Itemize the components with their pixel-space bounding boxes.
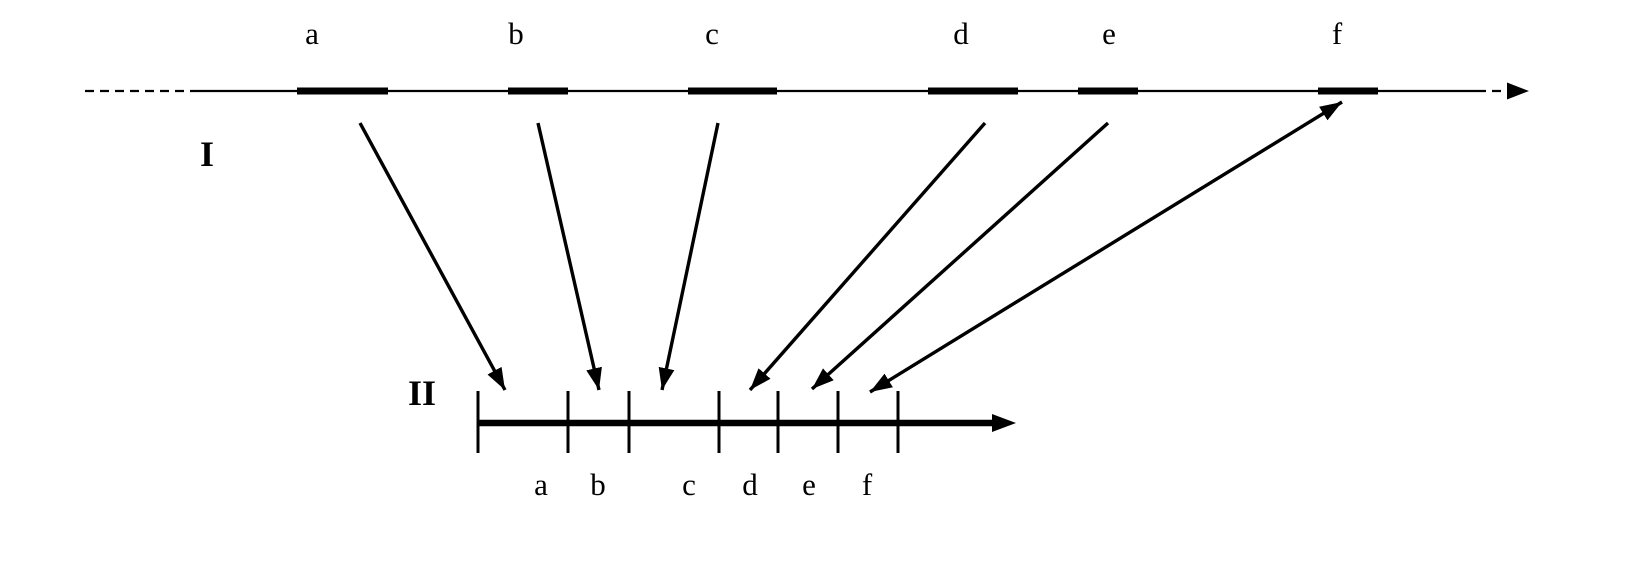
interval-label-c: c xyxy=(682,467,696,502)
map-line-II: a b c d e f II xyxy=(408,373,1016,502)
interval-label-b: b xyxy=(590,467,606,502)
interval-label-e: e xyxy=(802,467,816,502)
map-line-I: a b c d e f I xyxy=(85,16,1529,174)
segment-label-f: f xyxy=(1332,16,1343,51)
segment-bar-e xyxy=(1078,87,1138,95)
segment-bar-c xyxy=(688,87,777,95)
segment-label-b: b xyxy=(508,16,524,51)
segment-label-c: c xyxy=(705,16,719,51)
interval-label-a: a xyxy=(534,467,548,502)
arrow-e xyxy=(810,121,1110,391)
segment-bar-d xyxy=(928,87,1018,95)
arrow-c xyxy=(658,122,720,391)
map-I-label: I xyxy=(200,134,214,174)
segment-bar-a xyxy=(297,87,388,95)
arrow-a xyxy=(358,122,507,391)
interval-label-f: f xyxy=(862,467,873,502)
segment-label-a: a xyxy=(305,16,319,51)
mapping-arrows xyxy=(358,100,1343,394)
segment-label-d: d xyxy=(953,16,969,51)
arrow-b xyxy=(536,122,602,391)
segment-bar-b xyxy=(508,87,568,95)
line-I-right-arrowhead-icon xyxy=(1507,82,1529,100)
line-II-right-arrowhead-icon xyxy=(992,414,1016,432)
arrow-d xyxy=(748,121,987,392)
segment-bar-f xyxy=(1318,87,1378,95)
interval-label-d: d xyxy=(742,467,758,502)
segment-label-e: e xyxy=(1102,16,1116,51)
arrow-f-double-headed xyxy=(869,100,1343,394)
map-II-label: II xyxy=(408,373,436,413)
